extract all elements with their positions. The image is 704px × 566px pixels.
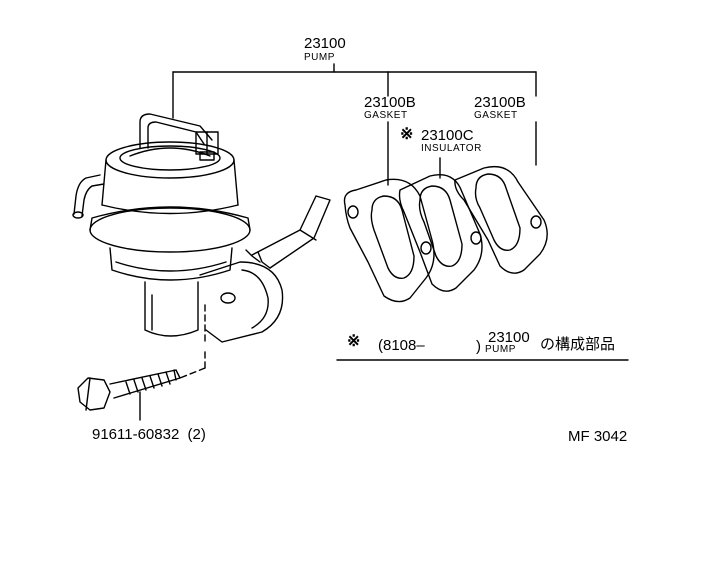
note-suffix: の構成部品 <box>540 335 616 353</box>
pump-part-number: 23100 <box>304 35 346 52</box>
gasket-right <box>455 167 547 274</box>
leader-lines <box>140 64 536 420</box>
bolt-number: 91611-60832 <box>92 426 180 443</box>
bolt-quantity: (2) <box>187 426 206 443</box>
insulator <box>400 175 483 291</box>
note-date-range: (8108– <box>378 337 425 354</box>
insulator-part-number: 23100C <box>421 127 474 144</box>
note-part-name: PUMP <box>485 344 516 355</box>
gasket-left-part-number: 23100B <box>364 94 416 111</box>
gasket-right-part-number: 23100B <box>474 94 526 111</box>
note-close-paren: ) <box>476 338 481 355</box>
insulator-mark-icon: ※ <box>400 126 414 143</box>
gasket-left-part-name: GASKET <box>364 110 408 121</box>
bolt <box>78 370 180 410</box>
insulator-part-name: INSULATOR <box>421 143 482 154</box>
gasket-right-part-name: GASKET <box>474 110 518 121</box>
note-mark-icon: ※ <box>347 333 361 350</box>
bolt-part-number: 91611-60832 (2) <box>92 427 206 442</box>
figure-code: MF 3042 <box>568 428 628 445</box>
pump-part-name: PUMP <box>304 52 335 63</box>
note-part-number: 23100 <box>488 329 530 346</box>
gasket-left <box>344 179 434 301</box>
fuel-pump <box>73 114 330 342</box>
